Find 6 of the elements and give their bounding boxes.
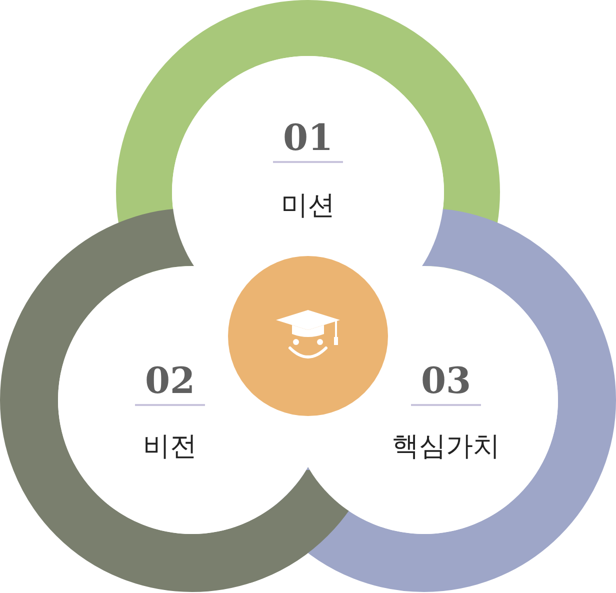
- step-number: 03: [411, 360, 481, 406]
- step-number: 01: [273, 117, 343, 163]
- circle-title: 비전: [142, 430, 198, 464]
- circle-title: 미션: [280, 189, 336, 223]
- circle-title: 핵심가치: [391, 430, 501, 464]
- step-number: 02: [135, 360, 205, 406]
